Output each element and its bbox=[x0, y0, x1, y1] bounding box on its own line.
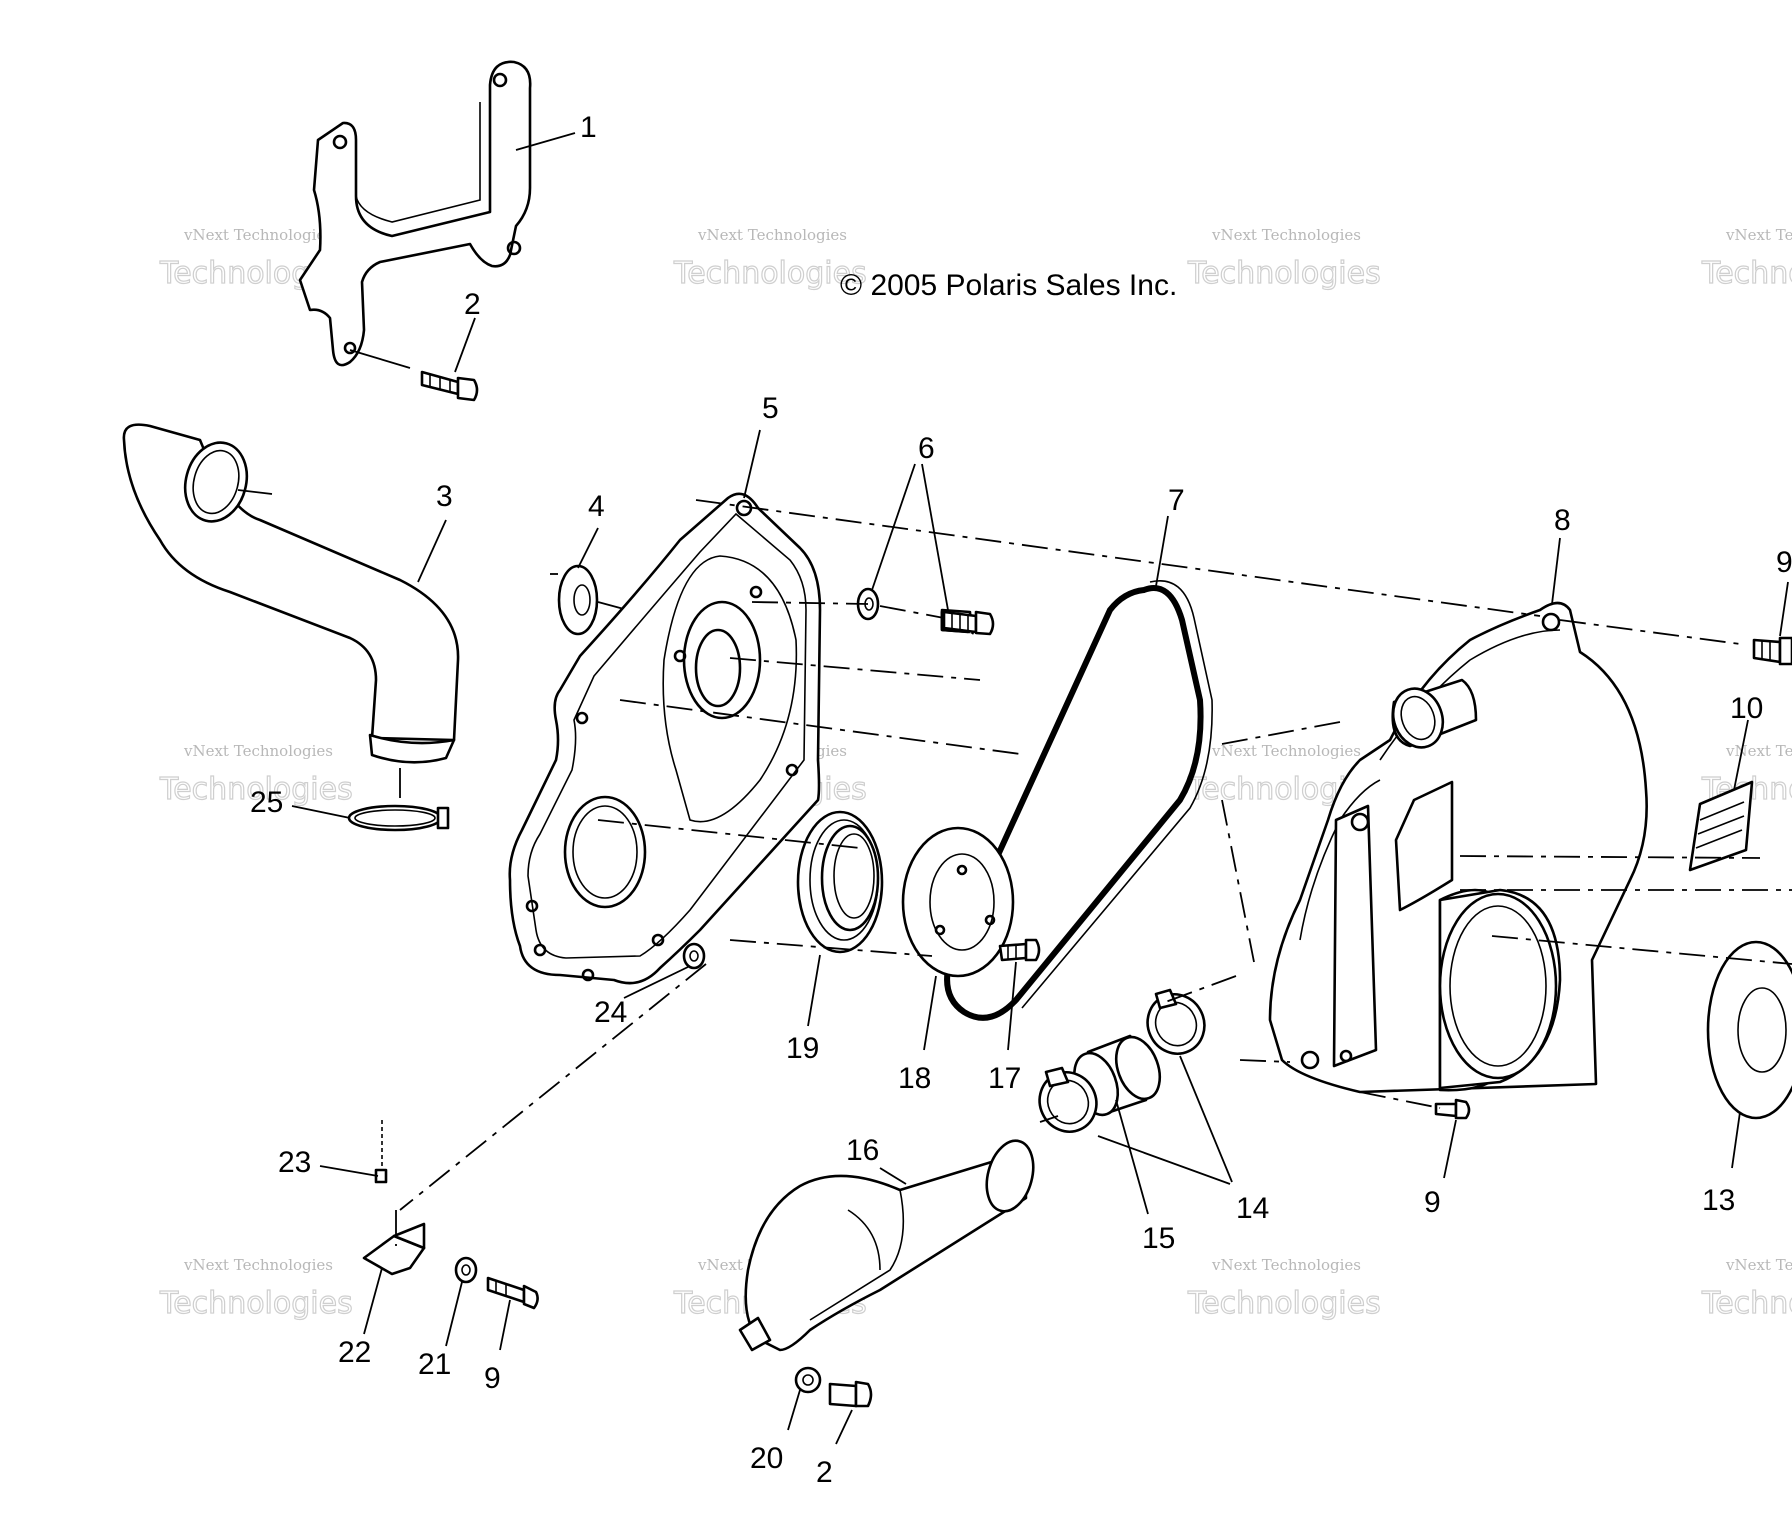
callout-2: 2 bbox=[464, 288, 481, 321]
copyright-notice: © 2005 Polaris Sales Inc. bbox=[840, 269, 1177, 302]
svg-text:Technologies: Technologies bbox=[1701, 256, 1792, 291]
callout-21: 21 bbox=[418, 1348, 451, 1381]
part-1-bracket bbox=[298, 60, 532, 367]
part-13-washer bbox=[1706, 940, 1792, 1120]
part-9-bolt-right bbox=[1752, 636, 1792, 666]
svg-text:vNext Technologies: vNext Technologies bbox=[1725, 1256, 1792, 1274]
svg-text:Technologies: Technologies bbox=[1187, 256, 1381, 291]
callout-19: 19 bbox=[786, 1032, 819, 1065]
callout-20: 20 bbox=[750, 1442, 783, 1475]
part-17-screw bbox=[998, 938, 1041, 962]
watermark: vNext Technologies Technologies bbox=[1700, 742, 1792, 808]
callout-9-lower: 9 bbox=[484, 1362, 501, 1395]
svg-text:vNext Technologies: vNext Technologies bbox=[1211, 226, 1361, 244]
watermark: vNext Technologies Technologies bbox=[1186, 226, 1381, 292]
callout-22: 22 bbox=[338, 1336, 371, 1369]
watermark: vNext Technologies Technologies bbox=[158, 742, 353, 808]
callout-9-center: 9 bbox=[1424, 1186, 1441, 1219]
svg-text:vNext Technologies: vNext Technologies bbox=[183, 742, 333, 760]
part-9-screw-center bbox=[1434, 1098, 1471, 1120]
part-2-bolt-upper bbox=[420, 370, 479, 402]
part-6-bolt bbox=[942, 610, 995, 636]
callout-16: 16 bbox=[846, 1134, 879, 1167]
part-14-clamp-upper bbox=[1146, 988, 1206, 1055]
callout-18: 18 bbox=[898, 1062, 931, 1095]
svg-text:vNext Technologies: vNext Technologies bbox=[1211, 1256, 1361, 1274]
part-3-hose bbox=[122, 423, 460, 764]
callout-labels: 1 2 3 4 5 6 7 8 9 10 25 24 19 18 17 9 13… bbox=[250, 111, 1792, 1489]
part-16-duct bbox=[738, 1139, 1035, 1352]
svg-text:Technologies: Technologies bbox=[159, 772, 353, 807]
part-15-coupler bbox=[1072, 1034, 1162, 1117]
svg-text:vNext Technologies: vNext Technologies bbox=[1211, 742, 1361, 760]
callout-13: 13 bbox=[1702, 1184, 1735, 1217]
svg-text:vNext Technologies: vNext Technologies bbox=[183, 226, 333, 244]
callout-15: 15 bbox=[1142, 1222, 1175, 1255]
callout-8: 8 bbox=[1554, 504, 1571, 537]
watermark: vNext Technologies Technologies bbox=[1700, 226, 1792, 292]
watermark-layer: vNext Technologies Technologies vNext Te… bbox=[158, 226, 1792, 1322]
part-18-plate bbox=[901, 826, 1015, 978]
callout-17: 17 bbox=[988, 1062, 1021, 1095]
svg-text:vNext Technologies: vNext Technologies bbox=[697, 226, 847, 244]
callout-7: 7 bbox=[1168, 484, 1185, 517]
part-20-washer bbox=[794, 1366, 822, 1394]
callout-24: 24 bbox=[594, 996, 627, 1029]
svg-text:Technologies: Technologies bbox=[1187, 1286, 1381, 1321]
part-24-washer bbox=[682, 942, 706, 970]
part-22-angle-bracket bbox=[362, 1222, 426, 1276]
callout-2-lower: 2 bbox=[816, 1456, 833, 1489]
part-9-bolt-lower bbox=[486, 1276, 539, 1310]
watermark: vNext Technologies Technologies bbox=[1186, 1256, 1381, 1322]
callout-6: 6 bbox=[918, 432, 935, 465]
svg-text:vNext Technologies: vNext Technologies bbox=[183, 1256, 333, 1274]
part-2-bolt-lower bbox=[828, 1380, 873, 1408]
callout-10: 10 bbox=[1730, 692, 1763, 725]
svg-text:Technologies: Technologies bbox=[673, 256, 867, 291]
part-25-clamp bbox=[347, 804, 450, 832]
callout-14: 14 bbox=[1236, 1192, 1269, 1225]
watermark: vNext Technologies Technologies bbox=[158, 1256, 353, 1322]
part-19-seal bbox=[796, 810, 884, 954]
part-5-inner-case bbox=[508, 492, 822, 985]
callout-5: 5 bbox=[762, 392, 779, 425]
callout-3: 3 bbox=[436, 480, 453, 513]
svg-text:vNext Technologies: vNext Technologies bbox=[1725, 742, 1792, 760]
callout-25: 25 bbox=[250, 786, 283, 819]
part-7-chain bbox=[944, 580, 1213, 1021]
svg-text:Technologies: Technologies bbox=[1701, 1286, 1792, 1321]
callout-9-right: 9 bbox=[1776, 546, 1792, 579]
part-4-washer bbox=[557, 564, 599, 636]
part-21-washer bbox=[454, 1256, 478, 1284]
part-8-outer-case bbox=[1268, 601, 1648, 1094]
callout-23: 23 bbox=[278, 1146, 311, 1179]
callout-1: 1 bbox=[580, 111, 597, 144]
assembly-axes bbox=[395, 499, 1792, 1246]
svg-text:vNext Technologies: vNext Technologies bbox=[1725, 226, 1792, 244]
callout-4: 4 bbox=[588, 490, 605, 523]
svg-text:Technologies: Technologies bbox=[159, 1286, 353, 1321]
watermark: vNext Technologies Technologies bbox=[672, 226, 867, 292]
watermark: vNext Technologies Technologies bbox=[1700, 1256, 1792, 1322]
